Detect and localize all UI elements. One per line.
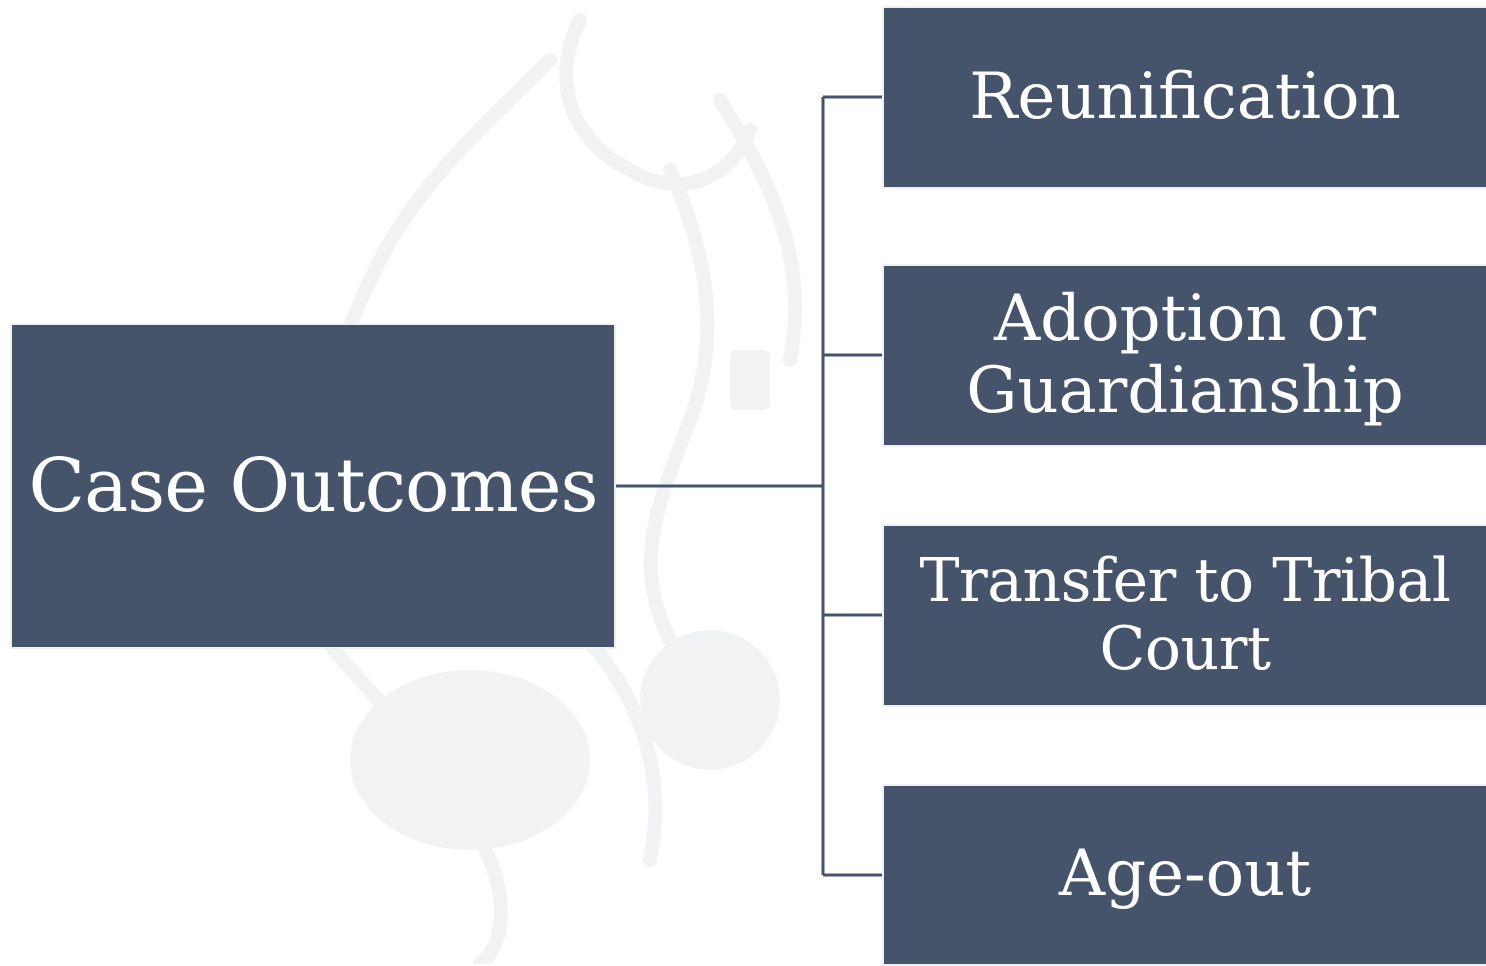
child-node-reunification: Reunification bbox=[882, 6, 1486, 189]
child-node-label: Reunification bbox=[969, 59, 1401, 134]
background-watermark-illustration bbox=[303, 13, 803, 964]
child-node-age-out: Age-out bbox=[882, 784, 1486, 966]
child-node-adoption-or-guardianship: Adoption or Guardianship bbox=[882, 264, 1486, 447]
child-node-label: Age-out bbox=[1058, 837, 1312, 912]
root-node-case-outcomes: Case Outcomes bbox=[10, 323, 616, 649]
child-node-label: Transfer to Tribal Court bbox=[919, 546, 1451, 684]
root-node-label: Case Outcomes bbox=[28, 442, 598, 529]
child-node-label: Adoption or Guardianship bbox=[966, 281, 1404, 428]
child-node-transfer-to-tribal-court: Transfer to Tribal Court bbox=[882, 524, 1486, 707]
